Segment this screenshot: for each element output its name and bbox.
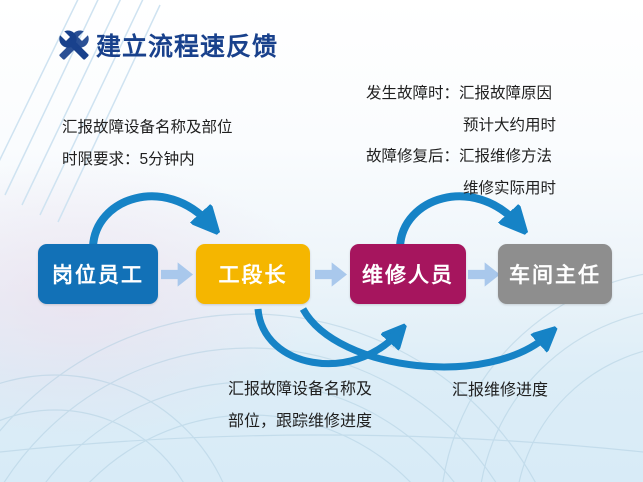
arc-worker-to-foreman: [89, 192, 210, 248]
annotation-fault-report-top: 汇报故障设备名称及部位 时限要求：5分钟内: [62, 112, 233, 176]
arc-foreman-to-director-bottom: [299, 307, 548, 371]
flow-node-section-chief: 工段长: [196, 244, 310, 304]
tools-icon: [59, 30, 89, 60]
annotation-line: 维修实际用时: [463, 179, 557, 197]
annotation-progress-report: 汇报维修进度: [452, 380, 548, 402]
slide-title: 建立流程速反馈: [58, 27, 278, 63]
annotation-repair-report: 发生故障时：汇报故障原因 预计大约用时 故障修复后：汇报维修方法 维修实际用时: [366, 78, 556, 204]
annotation-line: 故障修复后：汇报维修方法: [366, 148, 553, 165]
arc-repairer-to-director-top: [396, 192, 518, 248]
flow-node-workshop-director: 车间主任: [498, 244, 612, 304]
annotation-line: 汇报维修进度: [452, 382, 549, 399]
annotation-line: 发生故障时：汇报故障原因: [366, 85, 553, 102]
annotation-line: 预计大约用时: [463, 116, 557, 134]
annotation-fault-report-bottom: 汇报故障设备名称及 部位，跟踪维修进度: [228, 374, 372, 438]
page-title: 建立流程速反馈: [96, 33, 279, 61]
annotation-line: 汇报故障设备名称及: [228, 381, 373, 398]
flow-node-post-worker: 岗位员工: [38, 244, 158, 304]
annotation-line: 汇报故障设备名称及部位: [62, 119, 233, 136]
annotation-line: 时限要求：5分钟内: [62, 151, 195, 168]
arc-foreman-to-repairer-bottom: [254, 308, 398, 368]
annotation-line: 部位，跟踪维修进度: [228, 413, 373, 430]
flow-node-repair-staff: 维修人员: [350, 244, 466, 304]
